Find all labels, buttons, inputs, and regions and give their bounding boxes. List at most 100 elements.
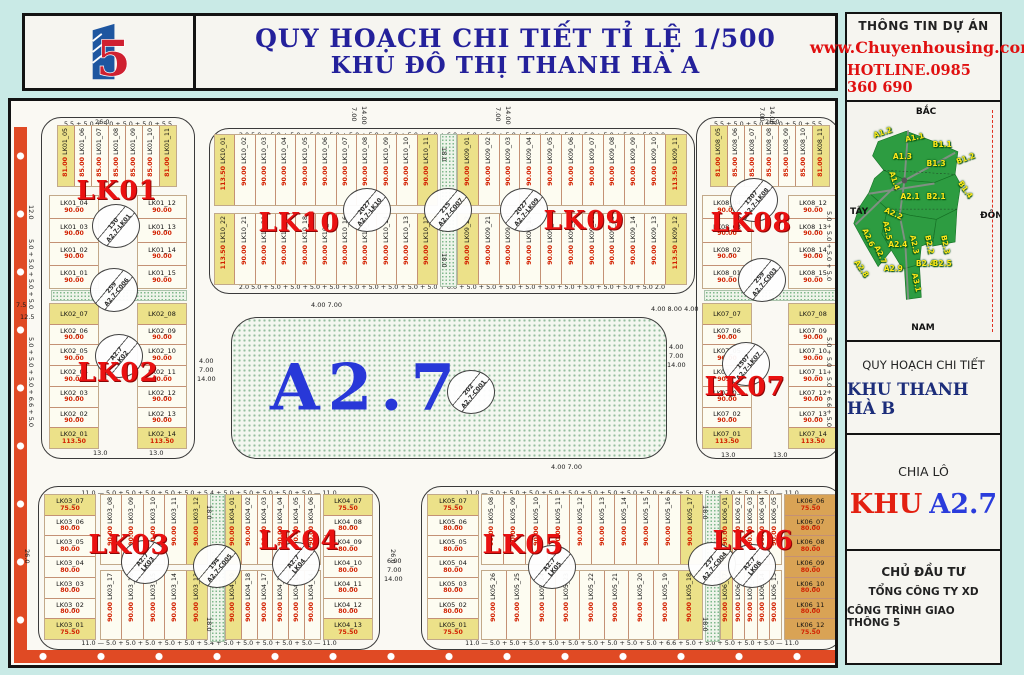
road-dimension: 7.00 <box>387 566 402 574</box>
website-link[interactable]: www.Chuyenhousing.com <box>809 37 1024 57</box>
road-dimension: 7.00 <box>758 107 766 122</box>
header: 5 QUY HOẠCH CHI TIẾT TỈ LỆ 1/500 KHU ĐÔ … <box>22 13 838 91</box>
road-dimension: 5.0 + 5.0 + 5.0 + 6.6 + 5.0 <box>825 337 833 428</box>
road-dimension: 7.00 <box>350 107 358 122</box>
detail-plan-section: QUY HOẠCH CHI TIẾT KHU THANH HÀ B <box>847 342 1000 435</box>
road-dimension: 14.00 <box>768 106 776 125</box>
road-dimension: 4.00 8.00 4.00 <box>651 305 699 313</box>
minimap-zone-b2-5: B2.5 <box>932 259 952 269</box>
dimension-chain: 11.0 — 5.0 + 5.0 + 5.0 + 5.0 + 5.0 + 5.0… <box>465 489 799 497</box>
block-label-lk05: LK05 <box>482 530 564 560</box>
road-dimension: 13.0 <box>721 451 736 459</box>
company-logo: 5 <box>25 16 196 88</box>
road-dimension: 5.0 + 5.0 + 5.0 + 5.0 <box>825 211 833 282</box>
investor-line3: CÔNG TRÌNH GIAO THÔNG 5 <box>847 605 955 629</box>
road-edge-strip <box>14 127 27 663</box>
block-label-lk01: LK01 <box>76 176 158 206</box>
road-dimension: 12.0 <box>27 205 35 220</box>
dimension-chain: 2.0 5.0 + 5.0 + 5.0 + 5.0 + 5.0 + 5.0 + … <box>238 283 666 291</box>
road-dimension: 7.00 <box>494 107 502 122</box>
minimap-zone-b2-4: B2.4 <box>915 259 935 269</box>
road-dimension: 14.00 <box>667 361 686 369</box>
road-dimension: 4.00 <box>199 357 214 365</box>
block-container-outline: 11.0 — 5.0 + 5.0 + 5.0 + 5.0 + 5.0 + 5.4… <box>38 486 380 650</box>
dimension-chain: 5.5 + 5.0 + 5.0 + 5.0 + 5.0 + 5.5 <box>713 120 823 128</box>
lot-LK02_07: LK02_07 <box>50 304 98 324</box>
road-dimension: 14.00 <box>504 106 512 125</box>
block-label-lk02: LK02 <box>77 358 159 388</box>
minimap-zone-a2-1: A2.1 <box>900 192 920 202</box>
boundary-dashed-line <box>992 110 993 332</box>
road-dimension: 14.00 <box>197 375 216 383</box>
cienco5-logo-icon: 5 <box>92 23 131 83</box>
road-dimension: 5.0 + 5.0 + 5.0 + 6.6 + 5.0 <box>27 337 35 428</box>
block-container-outline: 5.5 + 5.0 + 5.0 + 5.0 + 5.0 + 5.5 <box>696 117 835 459</box>
lot-LK07_07: LK07_07 <box>703 304 751 324</box>
block-container-outline: 5.5 + 5.0 + 5.0 + 5.0 + 5.0 + 5.5 <box>41 117 195 459</box>
project-info-section: THÔNG TIN DỰ ÁN www.Chuyenhousing.com HO… <box>810 14 1024 102</box>
